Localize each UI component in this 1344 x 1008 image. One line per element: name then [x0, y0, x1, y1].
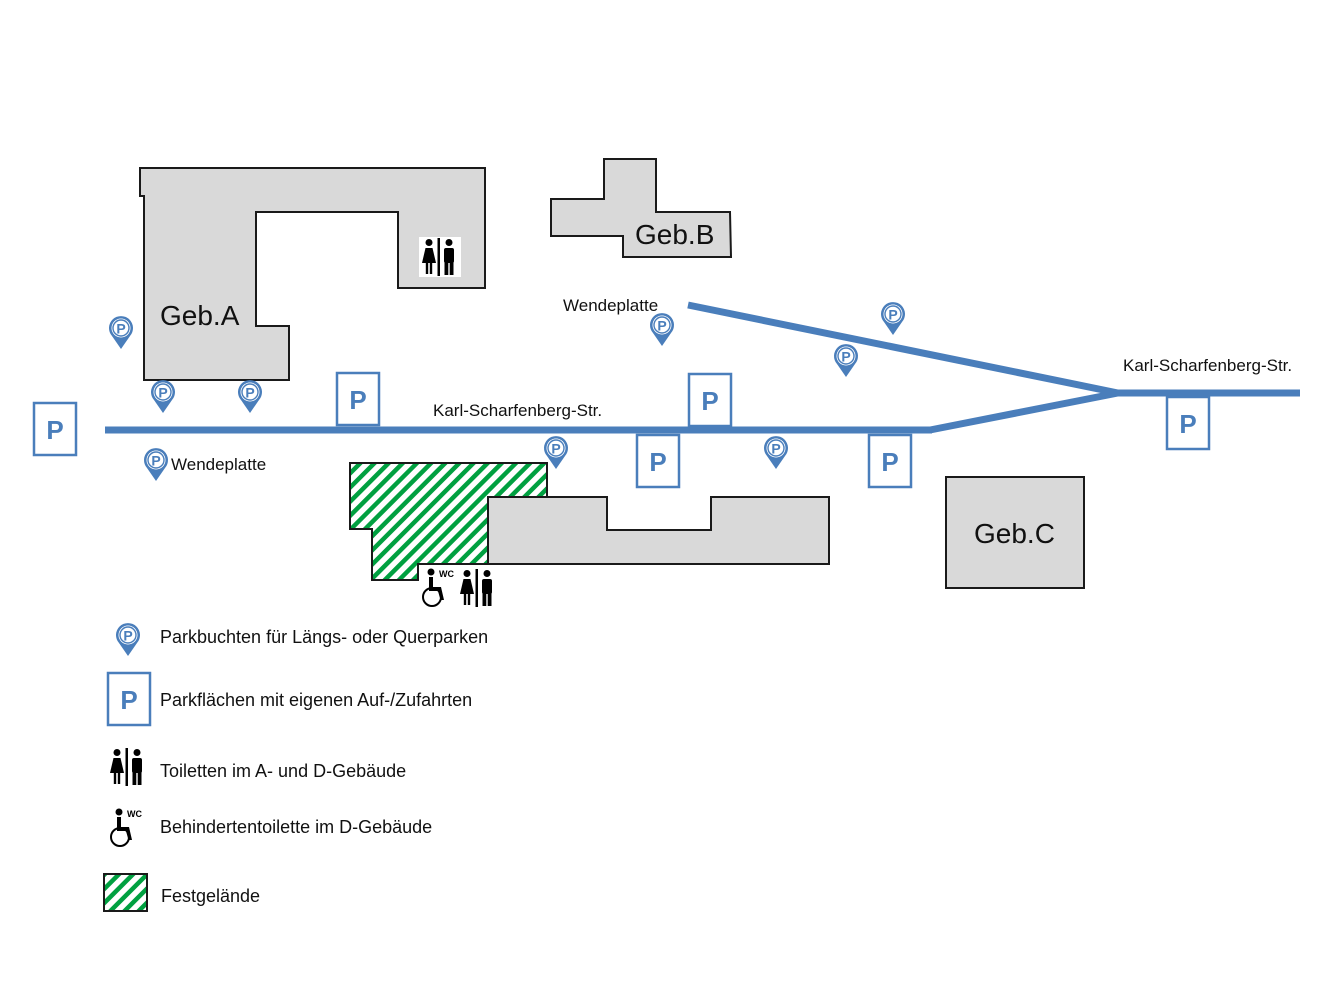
street-label-main: Karl-Scharfenberg-Str.: [433, 401, 602, 420]
turnaround-label-west: Wendeplatte: [171, 455, 266, 474]
building-b-label: Geb.B: [635, 219, 714, 250]
building-a-label: Geb.A: [160, 300, 240, 331]
wheelchair-wc-icon: [110, 807, 144, 847]
parking-square-icon[interactable]: [635, 433, 681, 489]
building-d[interactable]: [487, 496, 830, 565]
road-branch-south: [929, 389, 1119, 434]
parking-pin-icon[interactable]: [108, 315, 134, 350]
parking-pin-icon[interactable]: [237, 379, 263, 414]
parking-square-icon: [106, 671, 152, 727]
building-c-label: Geb.C: [974, 518, 1055, 549]
parking-pin-icon[interactable]: [649, 312, 675, 347]
festival-grounds[interactable]: [349, 462, 548, 581]
parking-square-icon[interactable]: [1165, 395, 1211, 451]
legend-item: Parkflächen mit eigenen Auf-/Zufahrten: [106, 671, 472, 727]
legend-label: Parkbuchten für Längs- oder Querparken: [160, 627, 488, 647]
parking-pin-icon[interactable]: [763, 435, 789, 470]
legend-label: Parkflächen mit eigenen Auf-/Zufahrten: [160, 690, 472, 710]
toilet-icon: [110, 748, 142, 786]
roads: [105, 301, 1300, 434]
parking-pin-icon[interactable]: [143, 447, 169, 482]
wheelchair-wc-icon-building-d: [422, 567, 456, 607]
legend-item: Festgelände: [103, 873, 260, 912]
parking-pin-icon[interactable]: [833, 343, 859, 378]
building-c[interactable]: [945, 476, 1085, 589]
legend-label: Behindertentoilette im D-Gebäude: [160, 817, 432, 837]
parking-square-icon[interactable]: [687, 372, 733, 428]
street-label-east: Karl-Scharfenberg-Str.: [1123, 356, 1292, 375]
road-branch-north: [687, 301, 1119, 397]
building-b[interactable]: [550, 158, 733, 258]
toilet-icon-building-a: [419, 237, 461, 277]
parking-pin-icon: [115, 622, 141, 657]
parking-pin-icon[interactable]: [880, 301, 906, 336]
toilet-icon-building-d: [460, 569, 492, 607]
parking-square-icon[interactable]: [32, 401, 78, 457]
turnaround-label-north: Wendeplatte: [563, 296, 658, 315]
legend: Parkbuchten für Längs- oder Querparken P…: [103, 622, 488, 912]
legend-item: Behindertentoilette im D-Gebäude: [110, 807, 432, 847]
parking-square-icon[interactable]: [867, 433, 913, 489]
parking-pin-icon[interactable]: [150, 379, 176, 414]
hatch-swatch-icon: [103, 873, 148, 912]
parking-square-icon[interactable]: [335, 371, 381, 427]
legend-item: Toiletten im A- und D-Gebäude: [110, 748, 406, 786]
legend-label: Festgelände: [161, 886, 260, 906]
legend-label: Toiletten im A- und D-Gebäude: [160, 761, 406, 781]
legend-item: Parkbuchten für Längs- oder Querparken: [115, 622, 488, 657]
building-a[interactable]: [139, 167, 486, 381]
